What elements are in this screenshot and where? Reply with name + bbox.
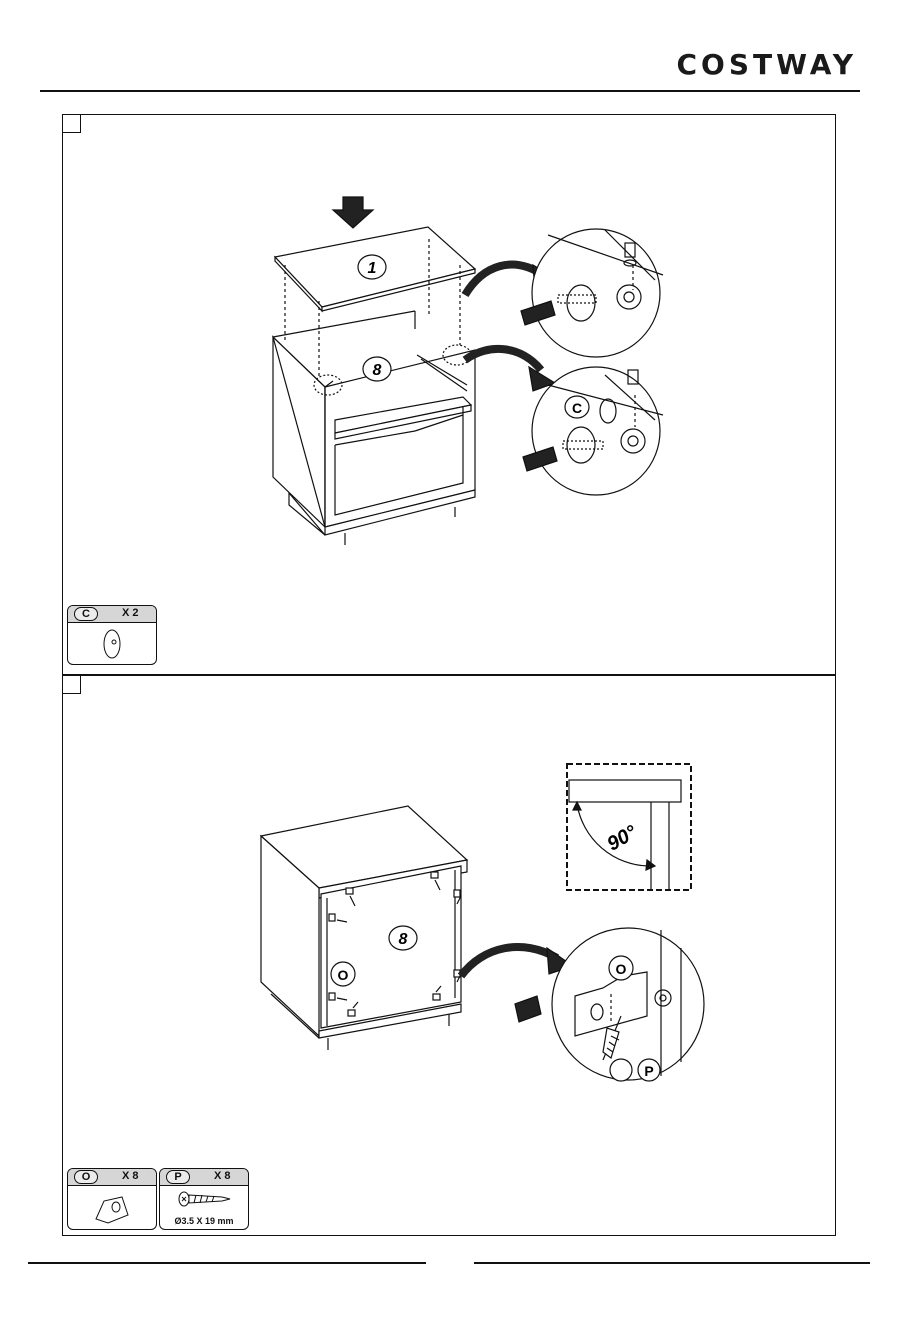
step-1-panel: 1 8 C C X 2 <box>62 114 836 675</box>
detail-screw-label: P <box>644 1063 653 1079</box>
step-2-illustration: 90° 8 O O P <box>63 676 835 1156</box>
header-rule <box>40 90 860 92</box>
detail-arrow-1 <box>465 265 543 295</box>
cabinet-label-2: 8 <box>399 931 408 948</box>
brand-logo: COSTWAY <box>676 48 857 81</box>
part-card-o: O X 8 <box>67 1168 157 1230</box>
bracket-label: O <box>338 967 349 983</box>
cabinet-label: 8 <box>373 362 382 379</box>
part-letter: O <box>74 1170 98 1184</box>
bracket-icon <box>68 1185 157 1229</box>
step-1-illustration: 1 8 C <box>63 115 835 595</box>
detail-arrow-3 <box>461 947 557 976</box>
press-down-arrow <box>333 197 373 228</box>
cam-lock-icon <box>68 622 157 665</box>
screw-icon <box>160 1185 249 1215</box>
part-qty: X 8 <box>122 1170 139 1182</box>
part-card-p: P X 8 Ø3.5 X 19 mm <box>159 1168 249 1230</box>
part-qty: X 8 <box>214 1170 231 1182</box>
footer-rule-left <box>28 1262 426 1264</box>
detail-part-c-label: C <box>572 400 582 416</box>
footer-rule-right <box>474 1262 870 1264</box>
top-panel-label: 1 <box>368 260 377 277</box>
back-panel <box>321 866 461 1028</box>
part-spec: Ø3.5 X 19 mm <box>160 1216 248 1226</box>
part-letter: C <box>74 607 98 621</box>
detail-bracket-label: O <box>616 961 627 977</box>
part-letter: P <box>166 1170 190 1184</box>
part-qty: X 2 <box>122 607 139 619</box>
step-2-panel: 90° 8 O O P O X 8 P X 8 <box>62 675 836 1236</box>
part-card-c: C X 2 <box>67 605 157 665</box>
